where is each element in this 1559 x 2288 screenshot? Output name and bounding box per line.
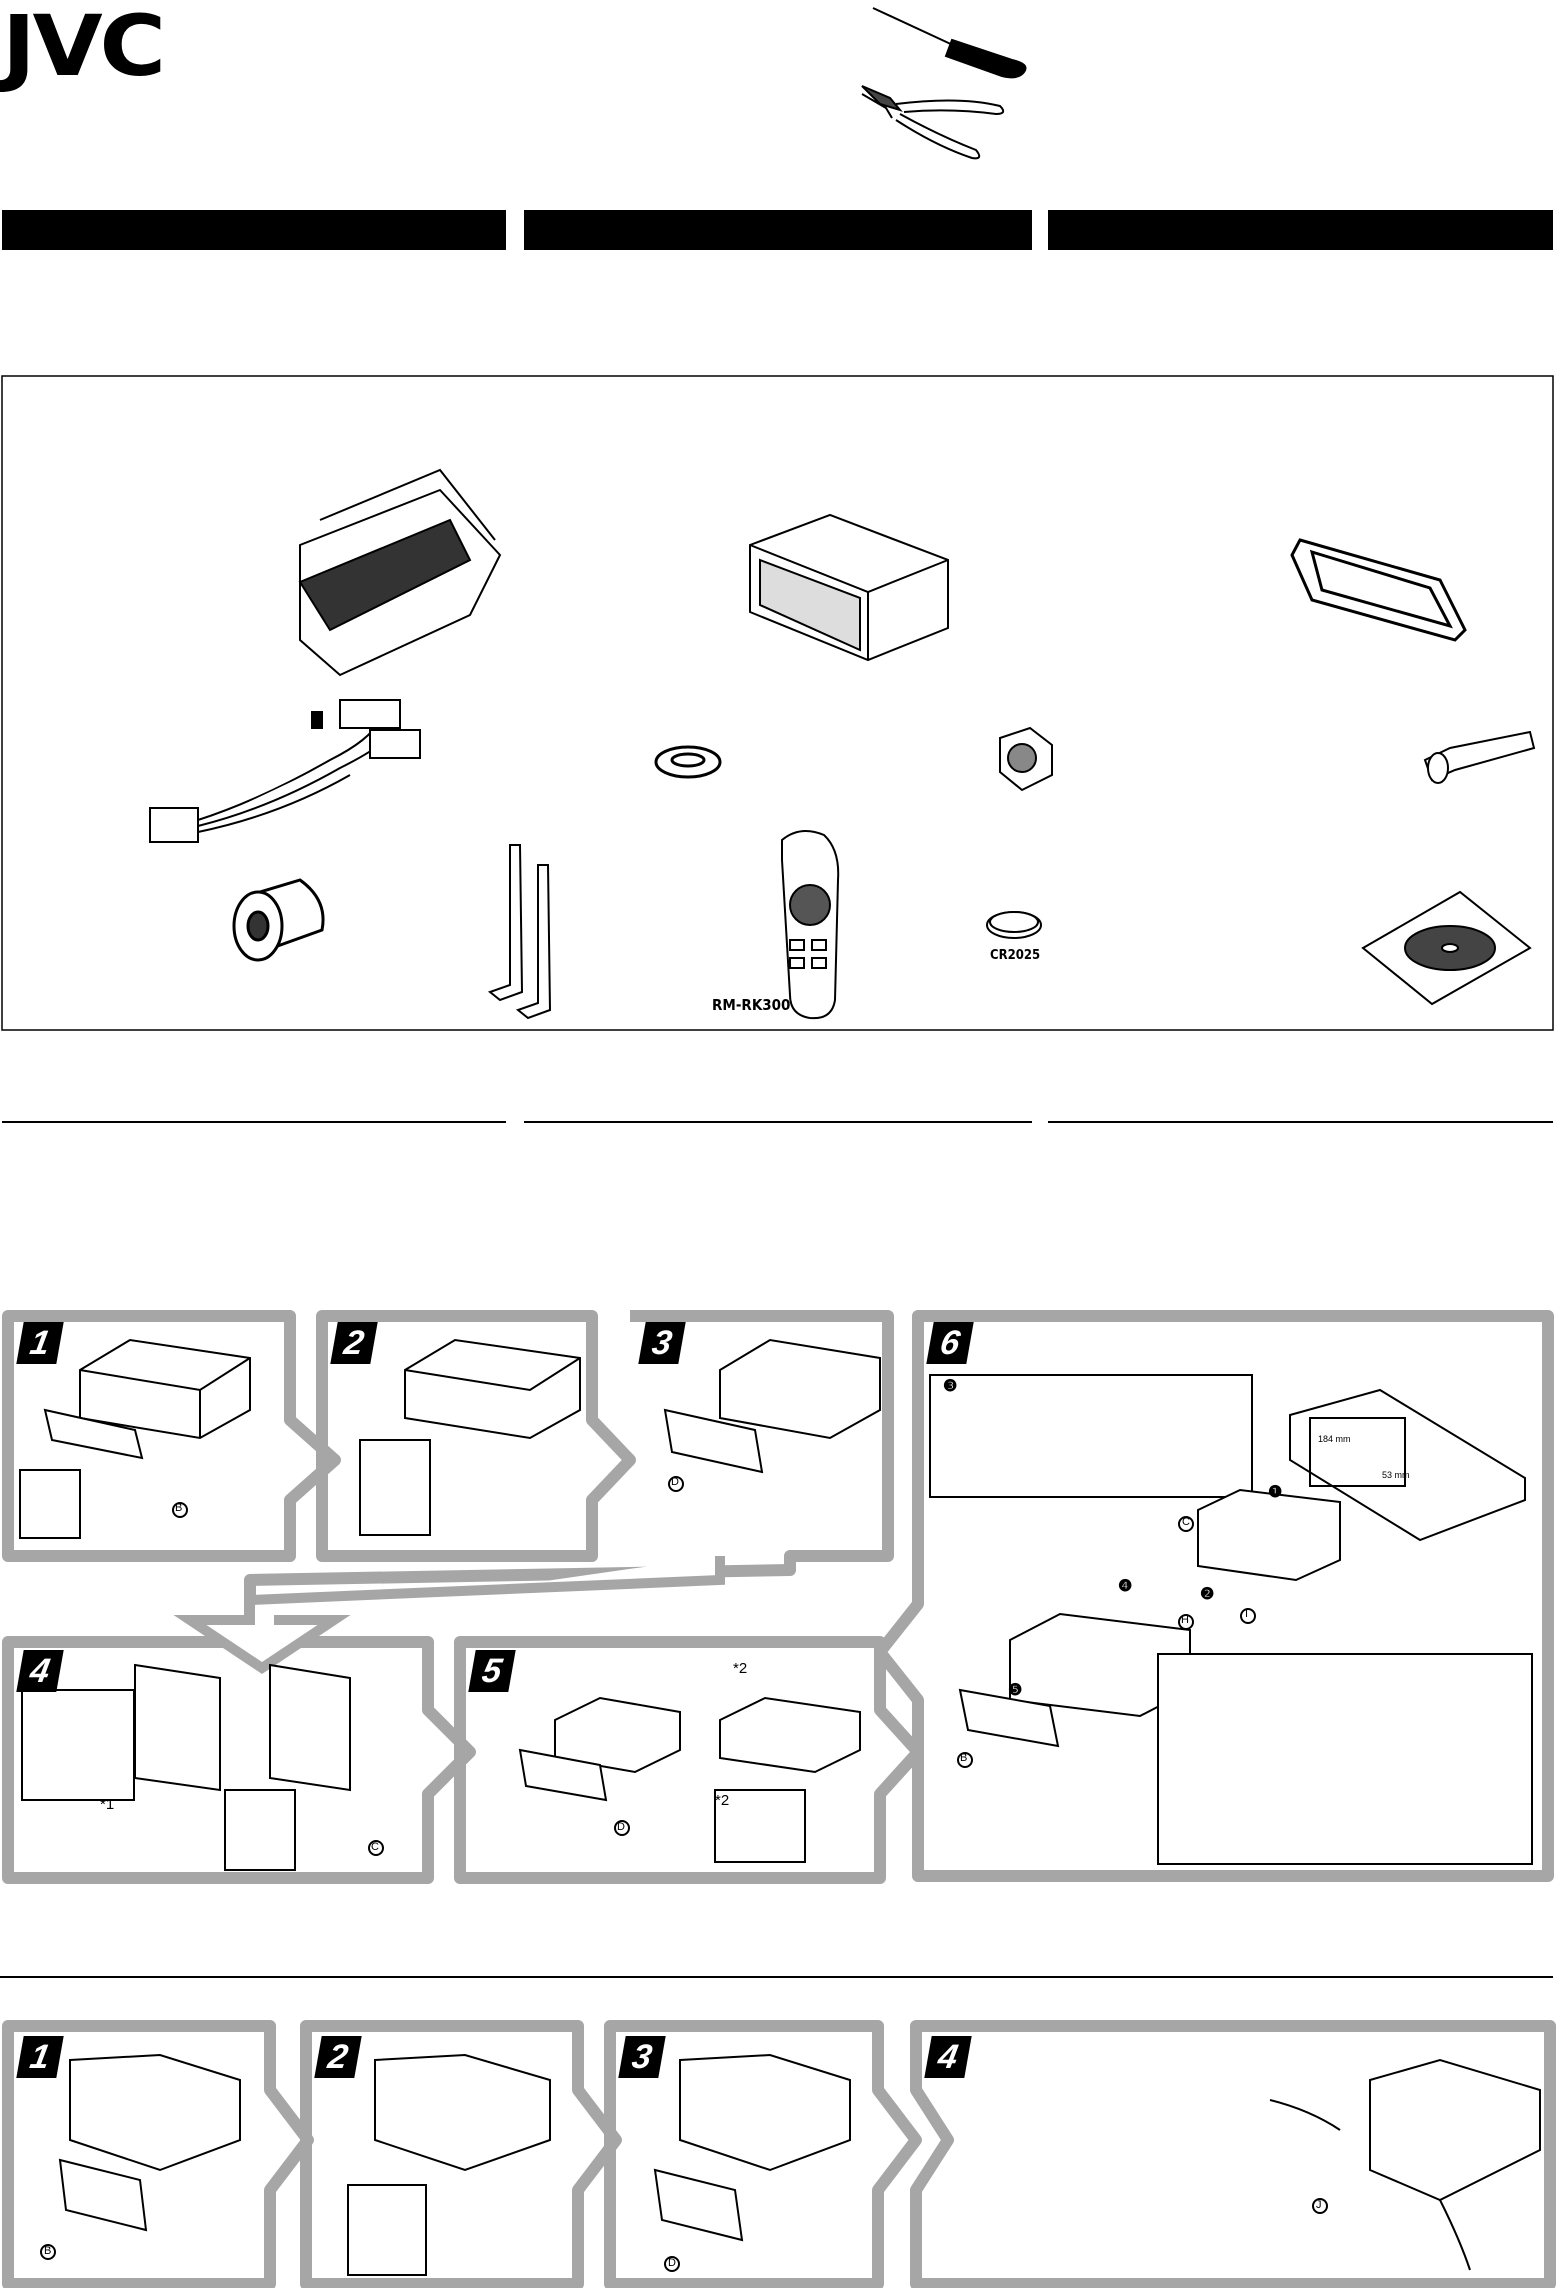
mounting-bolt-illustration — [1423, 730, 1536, 784]
removal-flow-frames — [2, 2020, 1556, 2288]
step6-sub-2: ❷ — [1200, 1586, 1215, 1603]
removal-step1-illustration — [40, 2053, 241, 2260]
callout-d-step5: D — [617, 1821, 625, 1833]
battery-model-label: CR2025 — [990, 948, 1041, 963]
install-step-5-badge: 5 — [468, 1650, 516, 1692]
faceplate-case-illustration — [298, 468, 502, 677]
screwdriver-icon — [872, 7, 1027, 79]
note-2a: *2 — [733, 1660, 748, 1677]
battery-illustration — [986, 911, 1042, 939]
removal-step4-illustration — [1269, 2058, 1541, 2271]
callout-c: C — [371, 1841, 379, 1853]
parts-panel — [1, 375, 1554, 1031]
trim-plate-illustration — [1290, 538, 1467, 642]
install-flow-frames — [2, 1310, 1554, 1884]
callout-b-step6: B — [960, 1752, 968, 1764]
manual-cd-illustration — [1361, 890, 1532, 1006]
callout-c-step6: C — [1182, 1516, 1190, 1528]
removal-step-3-badge: 3 — [618, 2036, 666, 2078]
step2-illustration — [359, 1338, 581, 1536]
callout-h: H — [1181, 1614, 1189, 1626]
step3-illustration — [663, 1338, 881, 1492]
step4-illustration — [21, 1663, 384, 1871]
flow-arrow-down — [173, 1556, 725, 1675]
callout-b: B — [175, 1502, 183, 1514]
step1-illustration — [19, 1338, 251, 1539]
remote-control-illustration — [781, 830, 840, 1020]
mounting-sleeve-illustration — [749, 513, 949, 662]
removal-step-4-badge: 4 — [924, 2036, 972, 2078]
removal-callout-b: B — [44, 2245, 52, 2257]
handles-illustration — [487, 844, 552, 1020]
install-step-2-badge: 2 — [330, 1322, 378, 1364]
rubber-cushion-illustration — [232, 878, 325, 962]
removal-callout-j: J — [1316, 2199, 1322, 2211]
step6-sub-3: ❸ — [943, 1378, 958, 1395]
callout-d: D — [671, 1476, 679, 1488]
step6-illustration — [929, 1374, 1533, 1865]
removal-callout-d: D — [668, 2257, 676, 2269]
washer-illustration — [654, 745, 722, 779]
note-1: *1 — [100, 1796, 115, 1813]
step5-illustration — [518, 1696, 861, 1863]
step6-sub-4: ❹ — [1118, 1578, 1133, 1595]
step6-sub-5: ❺ — [1008, 1682, 1023, 1699]
removal-step-2-badge: 2 — [314, 2036, 362, 2078]
jvc-logo: JVC — [2, 0, 166, 95]
step6-sub-1: ❶ — [1268, 1484, 1283, 1501]
install-step-1-badge: 1 — [16, 1322, 64, 1364]
install-step-6-badge: 6 — [926, 1322, 974, 1364]
removal-step-1-badge: 1 — [16, 2036, 64, 2078]
note-2b: *2 — [715, 1792, 730, 1809]
dim-width-label: 184 mm — [1318, 1434, 1351, 1444]
callout-i: I — [1245, 1608, 1249, 1620]
install-step-3-badge: 3 — [638, 1322, 686, 1364]
pliers-icon — [861, 85, 1005, 160]
wiring-harness-illustration — [149, 699, 421, 843]
dim-height-label: 53 mm — [1382, 1470, 1410, 1480]
removal-step3-illustration — [653, 2053, 851, 2272]
lock-nut-illustration — [999, 726, 1053, 792]
remote-model-label: RM-RK300 — [712, 996, 791, 1014]
removal-step2-illustration — [347, 2053, 551, 2276]
install-step-4-badge: 4 — [16, 1650, 64, 1692]
